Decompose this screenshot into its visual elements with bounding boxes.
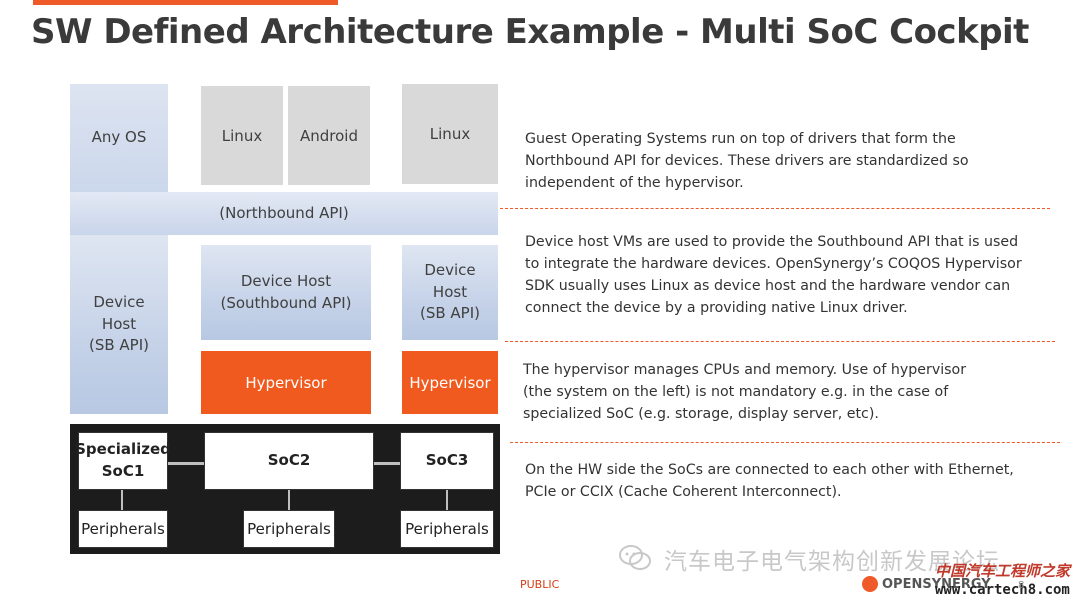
opensynergy-logo: OPENSYNERGY [862, 576, 991, 592]
hypervisor-right: Hypervisor [402, 351, 498, 414]
soc1-line2: SoC1 [101, 462, 145, 480]
opensynergy-logo-icon [862, 576, 878, 592]
hypervisor-desc-line: specialized SoC (e.g. storage, display s… [523, 406, 879, 422]
soc1-line1: Specialized [75, 440, 171, 459]
soc2-soc3-link [374, 462, 400, 465]
device-host-desc-line: SDK usually uses Linux as device host an… [525, 278, 1011, 294]
soc2-periph-link [288, 490, 290, 510]
device-host-mid-line2: (Southbound API) [220, 293, 352, 312]
public-label: PUBLIC [520, 578, 560, 591]
hardware-panel: Specialized SoC1 SoC2 SoC3 Peripherals P… [70, 424, 500, 554]
device-host-left-line1: Device [93, 292, 145, 311]
device-host-left-line3: (SB API) [88, 336, 149, 355]
soc1-soc2-link [168, 462, 204, 465]
peripherals-label-2: Peripherals [247, 520, 331, 538]
hw-desc-line: PCIe or CCIX (Cache Coherent Interconnec… [525, 484, 842, 500]
device-host-desc-line: Device host VMs are used to provide the … [525, 234, 1019, 250]
linux-guest-box-2: Linux [402, 84, 498, 184]
soc2-label: SoC2 [267, 451, 311, 470]
hypervisor-desc-line: (the system on the left) is not mandator… [523, 384, 949, 400]
watermark-label: 汽车电子电气架构创新发展论坛 [664, 549, 1000, 575]
peripherals-box-2: Peripherals [243, 510, 335, 548]
soc3-label: SoC3 [425, 451, 469, 470]
device-host-left: Device Host (SB API) [70, 235, 168, 414]
hypervisor-description: The hypervisor manages CPUs and memory. … [523, 359, 966, 425]
device-host-mid: Device Host (Southbound API) [201, 245, 371, 340]
device-host-left-line2: Host [101, 314, 137, 333]
hypervisor-desc-line: The hypervisor manages CPUs and memory. … [523, 362, 967, 378]
peripherals-box-3: Peripherals [400, 510, 494, 548]
linux-guest-box-1: Linux [201, 86, 283, 185]
soc1-periph-link [121, 490, 123, 510]
slide-title: SW Defined Architecture Example - Multi … [31, 12, 1029, 52]
android-guest-box: Android [288, 86, 370, 185]
guest-desc-line: independent of the hypervisor. [525, 175, 744, 191]
device-host-desc-line: connect the device by a providing native… [525, 300, 908, 316]
device-host-right-line3: (SB API) [419, 304, 480, 323]
device-host-right-line1: Device [424, 260, 476, 279]
hw-description: On the HW side the SoCs are connected to… [525, 459, 1014, 503]
device-host-right-line2: Host [432, 282, 468, 301]
guest-desc-line: Northbound API for devices. These driver… [525, 153, 969, 169]
hypervisor-mid: Hypervisor [201, 351, 371, 414]
cartech-brand: 中国汽车工程师之家 [935, 562, 1071, 580]
watermark-text: 汽车电子电气架构创新发展论坛 [664, 542, 1000, 576]
hypervisor-mid-label: Hypervisor [245, 373, 327, 392]
any-os-label: Any OS [91, 128, 147, 147]
linux-label-2: Linux [429, 125, 471, 143]
peripherals-box-1: Peripherals [78, 510, 168, 548]
device-host-desc-line: to integrate the hardware devices. OpenS… [525, 256, 1022, 272]
peripherals-label-3: Peripherals [405, 520, 489, 538]
logo-text: OPENSYNERGY [882, 576, 991, 592]
hypervisor-right-label: Hypervisor [409, 373, 491, 392]
guest-desc-line: Guest Operating Systems run on top of dr… [525, 131, 956, 147]
android-label: Android [300, 126, 358, 145]
cartech-url: www.cartech8.com [935, 582, 1070, 598]
any-os-box: Any OS [70, 84, 168, 192]
soc1-box: Specialized SoC1 [75, 432, 171, 490]
soc3-box: SoC3 [400, 432, 494, 490]
linux-label-1: Linux [221, 126, 263, 145]
wechat-icon [619, 545, 651, 570]
separator-1 [500, 208, 1050, 209]
northbound-label: (Northbound API) [219, 203, 349, 222]
device-host-description: Device host VMs are used to provide the … [525, 231, 1022, 319]
soc3-periph-link [446, 490, 448, 510]
page-number: 8 [1018, 580, 1025, 591]
separator-2 [505, 341, 1055, 342]
separator-3 [510, 442, 1060, 443]
hw-desc-line: On the HW side the SoCs are connected to… [525, 462, 1014, 478]
accent-bar [33, 0, 338, 5]
northbound-api-bar: (Northbound API) [70, 192, 498, 235]
device-host-mid-line1: Device Host [240, 271, 332, 290]
guest-os-description: Guest Operating Systems run on top of dr… [525, 128, 969, 194]
device-host-right: Device Host (SB API) [402, 245, 498, 340]
peripherals-label-1: Peripherals [81, 520, 165, 538]
soc2-box: SoC2 [204, 432, 374, 490]
